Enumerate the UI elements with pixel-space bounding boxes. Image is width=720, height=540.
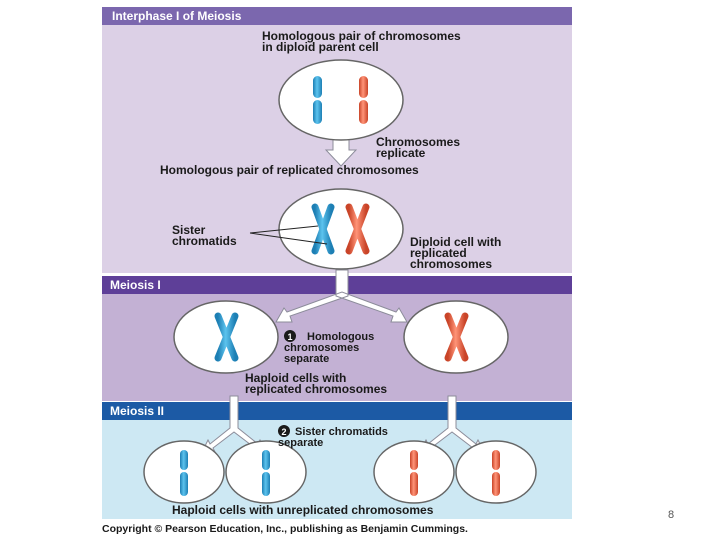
chromosome-blue-unreplicated [313,76,322,124]
meiosis1-title: Meiosis I [110,278,161,292]
label-replicate-1: Chromosomes [376,135,460,149]
label-haploid-replicated-1: Haploid cells with [245,371,346,385]
step2-badge [278,425,290,437]
chromosome-blue-replicated [311,203,335,255]
meiosis2-header [102,402,572,420]
chromatid-blue-2 [262,450,270,496]
parent-cell [278,59,404,141]
page-number: 8 [668,509,675,521]
label-diploid-3: chromosomes [410,257,492,271]
sister-chromatid-pointers [249,225,328,245]
label-homologous-pair: Homologous pair of chromosomes [262,29,461,43]
label-haploid-replicated-2: replicated chromosomes [245,382,387,396]
label-haploid-unreplicated: Haploid cells with unreplicated chromoso… [172,503,434,517]
interphase-title: Interphase I of Meiosis [112,9,242,23]
label-step1-2: chromosomes [284,342,359,354]
arrow-meiosis2-left [201,395,267,453]
label-step1-3: separate [284,353,329,365]
chromosome-blue-haploid [214,312,239,362]
arrow-meiosis1-split [275,269,408,323]
step1-number: 1 [287,332,292,342]
label-step2-1: Sister chromatids [295,426,388,438]
label-in-diploid: in diploid parent cell [262,40,379,54]
replicated-cell [278,188,404,270]
label-step2-2: separate [278,437,323,449]
chromatid-red-1 [410,450,418,496]
label-sister-2: chromatids [172,234,237,248]
label-replicated-pair: Homologous pair of replicated chromosome… [160,163,419,177]
label-diploid-2: replicated [410,246,467,260]
label-sister-1: Sister [172,223,206,237]
step2-number: 2 [281,427,286,437]
label-step1-1: Homologous [307,331,374,343]
step1-badge [284,330,296,342]
chromatid-blue-1 [180,450,188,496]
label-replicate-2: replicate [376,146,426,160]
interphase-header [102,7,572,25]
label-diploid-1: Diploid cell with [410,235,501,249]
chromosomes [180,76,500,496]
chromatid-red-2 [492,450,500,496]
chromosome-red-unreplicated [359,76,368,124]
copyright-line: Copyright © Pearson Education, Inc., pub… [102,523,468,535]
chromosome-red-replicated [345,203,370,255]
meiosis2-title: Meiosis II [110,404,164,418]
chromosome-red-haploid [444,312,469,362]
